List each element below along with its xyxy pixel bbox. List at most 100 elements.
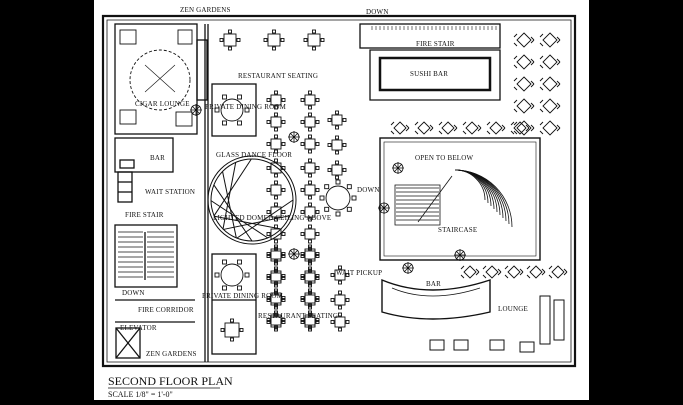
diamond-table <box>513 98 535 114</box>
label-elevator: ELEVATOR <box>120 324 157 332</box>
plant <box>288 248 300 260</box>
plant <box>288 131 300 143</box>
label-sushi-bar: SUSHI BAR <box>410 70 448 78</box>
round-table <box>319 179 357 217</box>
square-table <box>300 288 320 308</box>
diamond-table <box>462 121 482 135</box>
square-table <box>300 90 320 110</box>
diamond-table <box>414 121 434 135</box>
square-table <box>300 290 320 310</box>
dining-tables <box>214 29 568 342</box>
label-wait-station: WAIT STATION <box>145 188 195 196</box>
central-staircase <box>394 169 513 228</box>
square-table <box>266 268 286 288</box>
exterior-walls <box>101 14 577 368</box>
room-labels: ZEN GARDENS DOWN FIRE STAIR SUSHI BAR RE… <box>120 6 528 358</box>
square-table <box>330 290 350 310</box>
square-table <box>330 312 350 332</box>
plan-scale: SCALE 1/8" = 1'-0" <box>108 390 173 399</box>
square-table <box>300 246 320 266</box>
label-down-left: DOWN <box>122 289 145 297</box>
diamond-table <box>390 121 410 135</box>
label-down-mid: DOWN <box>357 186 380 194</box>
label-restaurant-seating-bottom: RESTAURANT SEATING <box>258 312 338 320</box>
diamond-table <box>526 265 546 279</box>
round-table <box>214 259 250 291</box>
square-table <box>266 134 286 154</box>
label-zen-gardens-top: ZEN GARDENS <box>180 6 231 14</box>
square-table <box>266 158 286 178</box>
diamond-table <box>513 120 535 136</box>
square-table <box>327 135 347 155</box>
label-bar-right: BAR <box>426 280 441 288</box>
diamond-table <box>510 121 530 135</box>
lounge-furniture <box>429 295 565 353</box>
square-table <box>266 244 286 264</box>
square-table <box>266 266 286 286</box>
label-glass-dance-floor: GLASS DANCE FLOOR <box>216 151 292 159</box>
left-stair-treads <box>118 231 174 278</box>
diamond-table <box>513 76 535 92</box>
label-open-to-below: OPEN TO BELOW <box>415 154 474 162</box>
plant <box>378 202 390 214</box>
label-private-dining-top: PRIVATE DINING ROOM <box>205 103 287 111</box>
label-zen-gardens-bottom: ZEN GARDENS <box>146 350 197 358</box>
diamond-table <box>539 76 561 92</box>
square-table <box>263 29 285 51</box>
square-table <box>266 246 286 266</box>
round-table <box>214 94 250 126</box>
square-table <box>219 29 241 51</box>
square-table <box>330 265 350 285</box>
floor-plan-sheet: ZEN GARDENS DOWN FIRE STAIR SUSHI BAR RE… <box>94 0 589 400</box>
label-fire-stair-top: FIRE STAIR <box>416 40 455 48</box>
square-table <box>266 90 286 110</box>
plant <box>402 262 414 274</box>
square-table <box>300 134 320 154</box>
square-table <box>300 244 320 264</box>
square-table <box>300 224 320 244</box>
label-fire-corridor: FIRE CORRIDOR <box>138 306 194 314</box>
square-table <box>300 158 320 178</box>
diamond-table <box>513 32 535 48</box>
label-down-top: DOWN <box>366 8 389 16</box>
square-table <box>327 160 347 180</box>
private-dining-rooms <box>211 83 257 355</box>
diamond-table <box>539 32 561 48</box>
plant <box>454 249 466 261</box>
plant <box>392 162 404 174</box>
square-table <box>220 318 244 342</box>
square-table <box>300 266 320 286</box>
diamond-table <box>539 98 561 114</box>
cigar-lounge-rug <box>119 29 193 127</box>
diamond-table <box>539 120 561 136</box>
floor-plan-drawing: ZEN GARDENS DOWN FIRE STAIR SUSHI BAR RE… <box>101 6 577 399</box>
diamond-table <box>438 121 458 135</box>
label-lighted-domed-ceiling: LIGHTED DOMED CEILING ABOVE <box>213 214 331 222</box>
square-table <box>266 112 286 132</box>
square-table <box>266 224 286 244</box>
plan-title: SECOND FLOOR PLAN <box>108 374 233 388</box>
label-wait-pickup: WAIT PICKUP <box>336 269 382 277</box>
square-table <box>266 202 286 222</box>
label-staircase: STAIRCASE <box>438 226 477 234</box>
diamond-table <box>513 54 535 70</box>
diamond-table <box>539 54 561 70</box>
label-lounge: LOUNGE <box>498 305 528 313</box>
square-table <box>300 268 320 288</box>
square-table <box>266 290 286 310</box>
plant <box>190 104 202 116</box>
square-table <box>266 180 286 200</box>
square-table <box>300 112 320 132</box>
square-table <box>300 180 320 200</box>
diamond-table <box>486 121 506 135</box>
label-restaurant-seating-top: RESTAURANT SEATING <box>238 72 318 80</box>
plants <box>190 104 466 274</box>
label-fire-stair-left: FIRE STAIR <box>125 211 164 219</box>
label-private-dining-bottom: PRIVATE DINING ROOM <box>202 292 284 300</box>
square-table <box>327 110 347 130</box>
label-cigar-lounge: CIGAR LOUNGE <box>135 100 190 108</box>
bar-right-counter <box>381 278 491 320</box>
square-table <box>266 288 286 308</box>
square-table <box>300 312 320 332</box>
diamond-table <box>504 265 524 279</box>
